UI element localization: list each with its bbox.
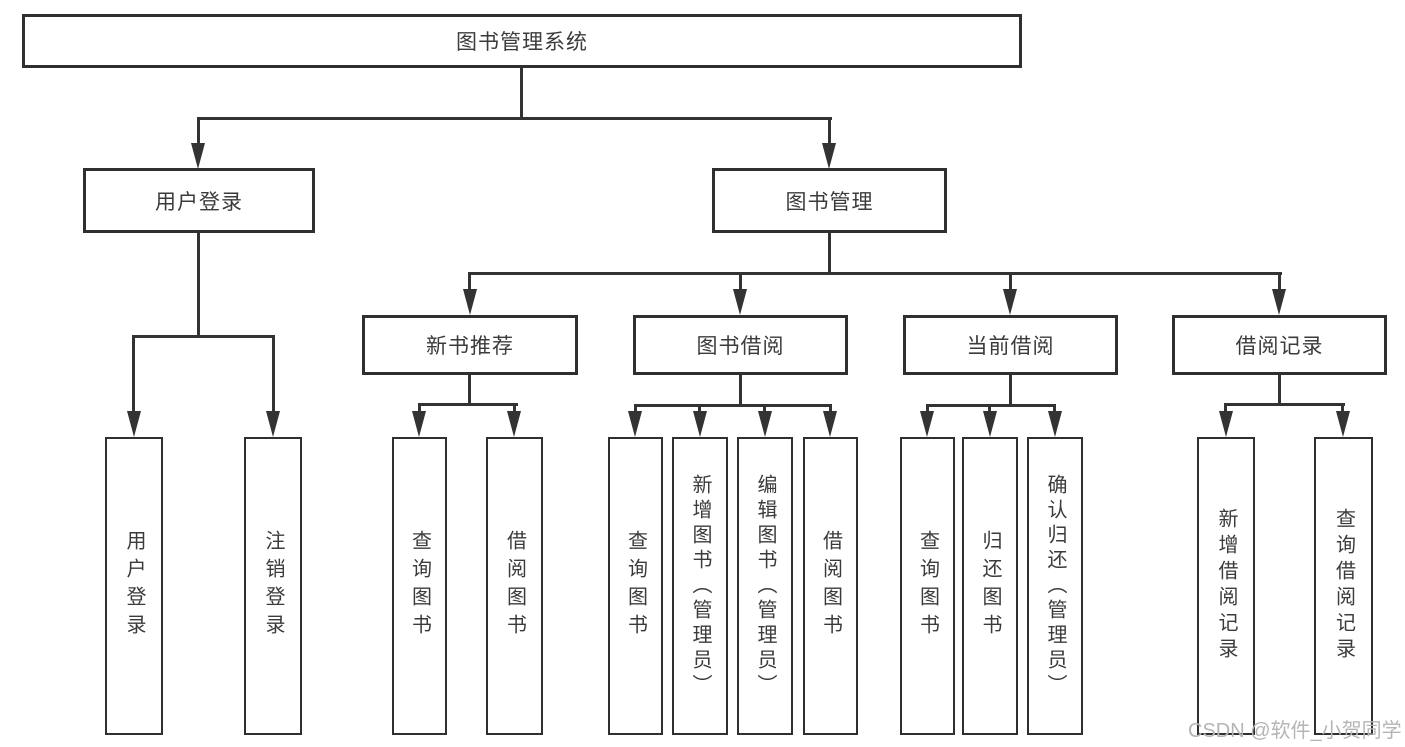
- node-root: 图书管理系统: [22, 14, 1022, 68]
- connector-line: [926, 404, 929, 415]
- connector-line: [829, 404, 832, 415]
- leaf-edit-books-admin: 编辑图书（管理员）: [737, 437, 793, 735]
- arrow-down-icon: [1272, 289, 1286, 315]
- connector-line: [763, 404, 766, 415]
- leaf-confirm-return-admin: 确认归还（管理员）: [1027, 437, 1083, 735]
- node-current-borrowing: 当前借阅: [903, 315, 1118, 375]
- node-borrowing-records: 借阅记录: [1172, 315, 1387, 375]
- connector-line: [828, 233, 831, 275]
- node-book-borrowing-label: 图书借阅: [696, 335, 785, 358]
- arrow-down-icon: [628, 411, 642, 437]
- node-user-login: 用户登录: [83, 168, 315, 233]
- arrow-down-icon: [507, 411, 521, 437]
- arrow-down-icon: [127, 411, 141, 437]
- connector-line: [1009, 375, 1012, 407]
- leaf-query-borrow-record-label: 查询借阅记录: [1332, 508, 1355, 664]
- leaf-borrowing-borrow-books-label: 借阅图书: [819, 530, 842, 642]
- node-book-borrowing: 图书借阅: [633, 315, 848, 375]
- arrow-down-icon: [983, 411, 997, 437]
- leaf-add-borrow-record: 新增借阅记录: [1197, 437, 1255, 735]
- leaf-borrowing-query-books-label: 查询图书: [624, 530, 647, 642]
- node-book-management: 图书管理: [712, 168, 947, 233]
- arrow-down-icon: [920, 411, 934, 437]
- connector-line: [1278, 272, 1281, 292]
- connector-line: [197, 117, 200, 147]
- leaf-add-borrow-record-label: 新增借阅记录: [1215, 508, 1237, 664]
- leaf-confirm-return-admin-label: 确认归还（管理员）: [1044, 473, 1066, 699]
- node-root-label: 图书管理系统: [456, 31, 588, 54]
- leaf-logout-label: 注销登录: [262, 530, 284, 642]
- leaf-recommend-query-books-label: 查询图书: [408, 530, 431, 642]
- arrow-down-icon: [758, 411, 772, 437]
- node-book-management-label: 图书管理: [785, 190, 874, 214]
- arrow-down-icon: [1219, 411, 1233, 437]
- leaf-user-login-label: 用户登录: [123, 530, 145, 642]
- arrow-down-icon: [266, 411, 280, 437]
- connector-line: [698, 404, 701, 415]
- arrow-down-icon: [823, 411, 837, 437]
- connector-line: [272, 335, 275, 413]
- connector-line: [1341, 403, 1344, 415]
- connector-line: [132, 335, 275, 338]
- connector-line: [739, 272, 742, 292]
- node-new-book-recommend: 新书推荐: [362, 315, 578, 375]
- leaf-borrowing-borrow-books: 借阅图书: [803, 437, 858, 735]
- connector-line: [1224, 403, 1345, 406]
- leaf-recommend-borrow-books: 借阅图书: [486, 437, 543, 735]
- leaf-logout: 注销登录: [244, 437, 302, 735]
- arrow-down-icon: [733, 289, 747, 315]
- connector-line: [1224, 403, 1227, 415]
- leaf-recommend-query-books: 查询图书: [392, 437, 447, 735]
- arrow-down-icon: [191, 143, 205, 169]
- connector-line: [1053, 404, 1056, 415]
- arrow-down-icon: [693, 411, 707, 437]
- leaf-edit-books-admin-label: 编辑图书（管理员）: [754, 473, 776, 699]
- watermark-text: CSDN @软件_小贺同学: [1188, 720, 1402, 742]
- node-current-borrowing-label: 当前借阅: [966, 335, 1055, 358]
- connector-line: [418, 403, 421, 415]
- connector-line: [634, 404, 832, 407]
- connector-line: [132, 335, 135, 413]
- leaf-return-books: 归还图书: [962, 437, 1018, 735]
- connector-line: [468, 375, 471, 406]
- arrow-down-icon: [463, 289, 477, 315]
- node-new-book-recommend-label: 新书推荐: [426, 335, 514, 358]
- connector-line: [988, 404, 991, 415]
- node-borrowing-records-label: 借阅记录: [1235, 335, 1324, 358]
- connector-line: [418, 403, 518, 406]
- connector-line: [739, 375, 742, 407]
- connector-line: [468, 272, 1282, 275]
- connector-line: [634, 404, 637, 415]
- connector-line: [513, 403, 516, 415]
- leaf-return-books-label: 归还图书: [979, 530, 1001, 642]
- leaf-query-borrow-record: 查询借阅记录: [1314, 437, 1373, 735]
- connector-line: [520, 68, 523, 120]
- leaf-current-query-books-label: 查询图书: [916, 530, 939, 642]
- arrow-down-icon: [822, 143, 836, 169]
- leaf-borrowing-query-books: 查询图书: [608, 437, 663, 735]
- connector-line: [828, 117, 831, 147]
- connector-line: [1278, 375, 1281, 406]
- connector-line: [468, 272, 471, 292]
- leaf-recommend-borrow-books-label: 借阅图书: [503, 530, 526, 642]
- node-user-login-label: 用户登录: [155, 190, 243, 214]
- leaf-add-books-admin-label: 新增图书（管理员）: [689, 473, 711, 699]
- leaf-add-books-admin: 新增图书（管理员）: [672, 437, 728, 735]
- arrow-down-icon: [1048, 411, 1062, 437]
- connector-line: [1009, 272, 1012, 292]
- arrow-down-icon: [412, 411, 426, 437]
- leaf-current-query-books: 查询图书: [900, 437, 955, 735]
- arrow-down-icon: [1336, 411, 1350, 437]
- connector-line: [926, 404, 1056, 407]
- arrow-down-icon: [1003, 289, 1017, 315]
- connector-line: [197, 117, 832, 120]
- connector-line: [197, 233, 200, 338]
- leaf-user-login: 用户登录: [105, 437, 163, 735]
